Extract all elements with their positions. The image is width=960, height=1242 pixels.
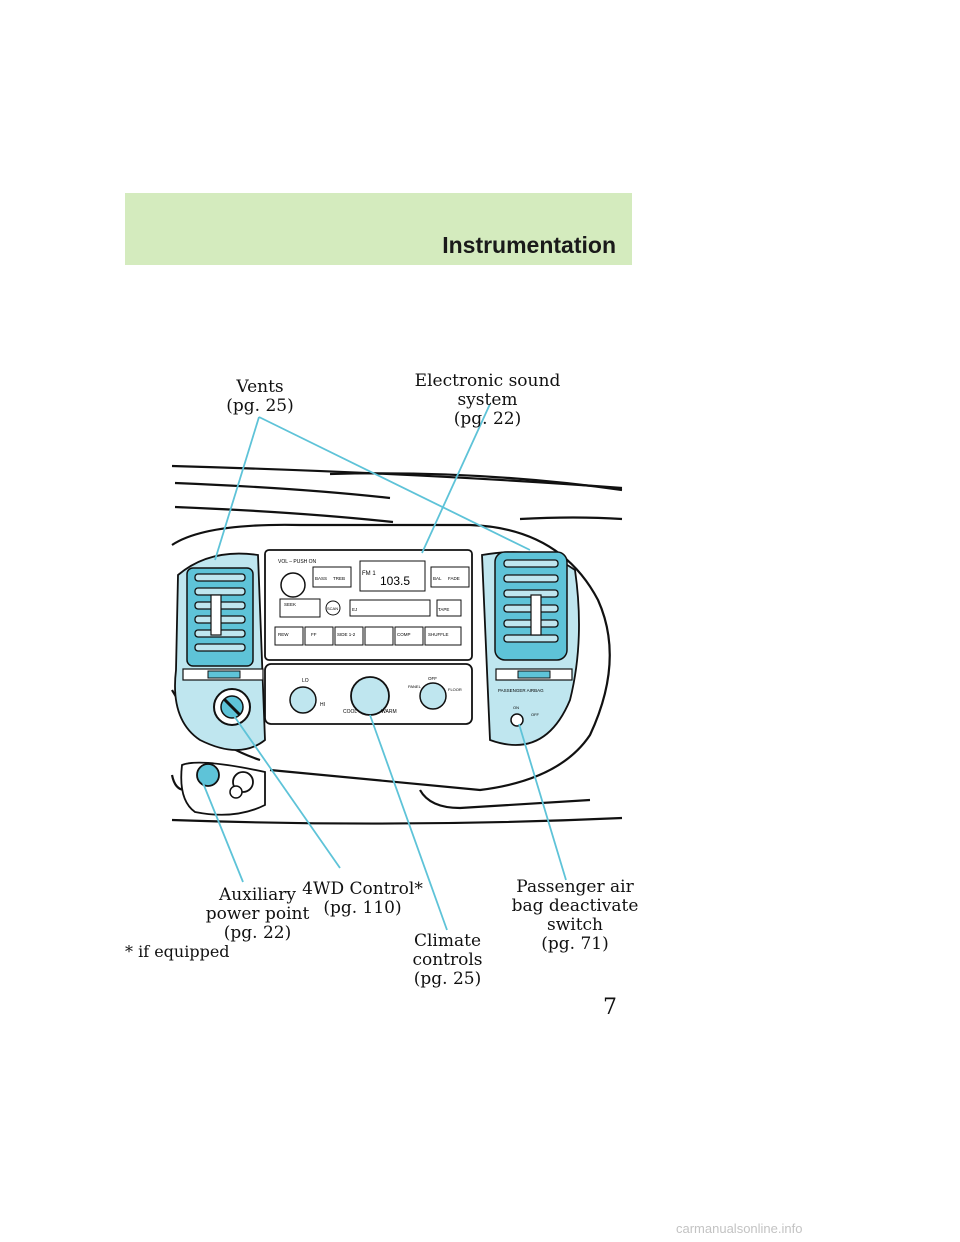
right-vent: PASSENGER AIRBAG ON OFF	[481, 551, 580, 746]
radio-comp-label: COMP	[397, 632, 411, 637]
section-header-band: Instrumentation	[125, 193, 632, 265]
radio-unit: VOL – PUSH ON FM 1 103.5 BASS TREB BAL F…	[264, 549, 473, 661]
radio-treb-label: TREB	[333, 576, 345, 581]
radio-frequency: 103.5	[380, 574, 410, 588]
footnote: * if equipped	[125, 942, 230, 961]
watermark: carmanualsonline.info	[676, 1221, 803, 1236]
section-title: Instrumentation	[442, 232, 616, 258]
callout-sound-system: Electronic sound system (pg. 22)	[414, 371, 561, 429]
fan-hi-label: HI	[320, 702, 325, 708]
callout-leaders	[202, 403, 567, 931]
radio-scan-label: SCAN	[327, 606, 338, 611]
callout-4wd: 4WD Control* (pg. 110)	[302, 879, 423, 918]
radio-rew-label: REW	[278, 632, 289, 637]
radio-ff-label: FF	[311, 632, 317, 637]
radio-seek-label: SEEK	[284, 602, 296, 607]
radio-side-label: SIDE 1-2	[337, 632, 356, 637]
aux-power-point	[180, 761, 266, 816]
airbag-off-label: OFF	[531, 712, 540, 717]
left-vent	[174, 552, 266, 751]
radio-shuffle-label: SHUFFLE	[428, 632, 449, 637]
callout-climate: Climate controls (pg. 25)	[412, 931, 483, 989]
radio-band-label: FM 1	[362, 571, 376, 577]
page-number: 7	[603, 995, 617, 1020]
callout-airbag-switch: Passenger air bag deactivate switch (pg.…	[511, 877, 639, 954]
callout-aux-power: Auxiliary power point (pg. 22)	[205, 885, 310, 943]
radio-bass-label: BASS	[315, 576, 327, 581]
radio-vol-label: VOL – PUSH ON	[278, 559, 317, 565]
radio-fade-label: FADE	[448, 576, 460, 581]
cool-label: COOL	[343, 709, 357, 715]
airbag-on-label: ON	[513, 705, 519, 710]
vent-floor-label: FLOOR	[448, 687, 462, 692]
airbag-panel-title: PASSENGER AIRBAG	[498, 688, 544, 693]
radio-tape-label: TAPE	[438, 607, 449, 612]
fan-lo-label: LO	[302, 678, 309, 684]
vent-off-label: OFF	[428, 676, 437, 681]
radio-bal-label: BAL	[433, 576, 442, 581]
radio-ej-label: EJ	[352, 607, 357, 612]
warm-label: WARM	[381, 709, 397, 715]
callout-vents: Vents (pg. 25)	[226, 377, 294, 416]
climate-control-panel: LO HI COOL WARM OFF PANEL FLOOR	[264, 663, 473, 725]
vent-panel-label: PANEL	[408, 684, 422, 689]
